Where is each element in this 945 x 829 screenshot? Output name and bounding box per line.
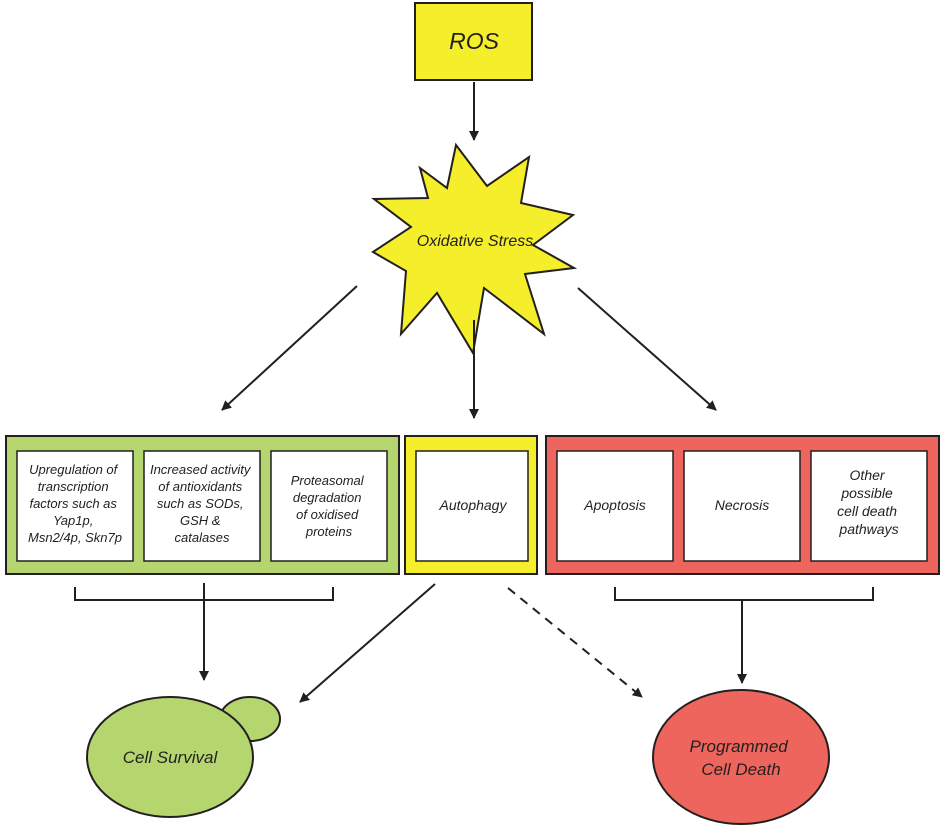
- programmed-cell-death-node: Programmed Cell Death: [652, 689, 830, 825]
- arrow-autophagy-to-cell-death-dashed: [507, 587, 643, 698]
- survival-text-line: catalases: [175, 530, 230, 545]
- death-text-line: possible: [840, 485, 893, 501]
- survival-text-line: Proteasomal: [291, 473, 365, 488]
- survival-text-line: such as SODs,: [157, 496, 244, 511]
- survival-text-line: Upregulation of: [29, 462, 119, 477]
- survival-text-line: GSH &: [180, 513, 220, 528]
- ros-label: ROS: [449, 28, 500, 54]
- death-text-line: Necrosis: [715, 497, 769, 513]
- death-text-line: Apoptosis: [583, 497, 645, 513]
- arrow-stress-to-survival-group: [221, 285, 358, 411]
- oxidative-stress-label: Oxidative Stress: [417, 233, 533, 250]
- death-bracket: [614, 587, 874, 601]
- survival-text-line: transcription: [38, 479, 109, 494]
- svg-text:Proteasomal degradatio: Proteasomal degradation of oxidised prot…: [291, 473, 368, 539]
- survival-text-line: factors such as: [29, 496, 117, 511]
- arrow-autophagy-to-cell-survival: [299, 583, 436, 703]
- arrow-stress-to-death-group: [577, 287, 717, 411]
- survival-mechanisms-group: Upregulation of transcription factors su…: [5, 435, 400, 575]
- death-box-necrosis: Necrosis: [683, 450, 801, 562]
- svg-text:Increased activity of: Increased activity of antioxidants such …: [150, 462, 254, 545]
- survival-text-line: Increased activity: [150, 462, 252, 477]
- death-box-other-pathways: Other possible cell death pathways: [810, 450, 928, 562]
- svg-text:Other possible: Other possible cell death pathways: [837, 467, 901, 537]
- death-box-apoptosis: Apoptosis: [556, 450, 674, 562]
- cell-survival-label: Cell Survival: [123, 748, 219, 767]
- survival-box-antioxidants: Increased activity of antioxidants such …: [143, 450, 261, 562]
- cell-death-label-line: Cell Death: [701, 760, 780, 779]
- svg-text:Apoptosis: Apoptosis: [583, 497, 645, 513]
- survival-text-line: Msn2/4p, Skn7p: [28, 530, 122, 545]
- survival-text-line: proteins: [305, 524, 353, 539]
- svg-text:Programmed Cell Death: Programmed Cell Death: [690, 737, 793, 779]
- cell-survival-node: Cell Survival: [86, 696, 281, 818]
- oxidative-stress-node: Oxidative Stress: [371, 142, 578, 356]
- death-text-line: cell death: [837, 503, 897, 519]
- svg-text:Upregulation of transc: Upregulation of transcription factors su…: [28, 462, 122, 545]
- survival-box-transcription: Upregulation of transcription factors su…: [16, 450, 134, 562]
- survival-text-line: of oxidised: [296, 507, 359, 522]
- survival-text-line: Yap1p,: [53, 513, 93, 528]
- death-text-line: pathways: [838, 521, 898, 537]
- survival-text-line: degradation: [293, 490, 362, 505]
- autophagy-label: Autophagy: [439, 497, 508, 513]
- death-text-line: Other: [850, 467, 886, 483]
- svg-text:Necrosis: Necrosis: [715, 497, 769, 513]
- death-pathways-group: Apoptosis Necrosis Other possible cell d…: [545, 435, 940, 575]
- cell-death-label-line: Programmed: [690, 737, 789, 756]
- survival-text-line: of antioxidants: [158, 479, 242, 494]
- survival-box-proteasomal: Proteasomal degradation of oxidised prot…: [270, 450, 388, 562]
- ros-node: ROS: [414, 2, 533, 81]
- autophagy-group: Autophagy: [404, 435, 538, 575]
